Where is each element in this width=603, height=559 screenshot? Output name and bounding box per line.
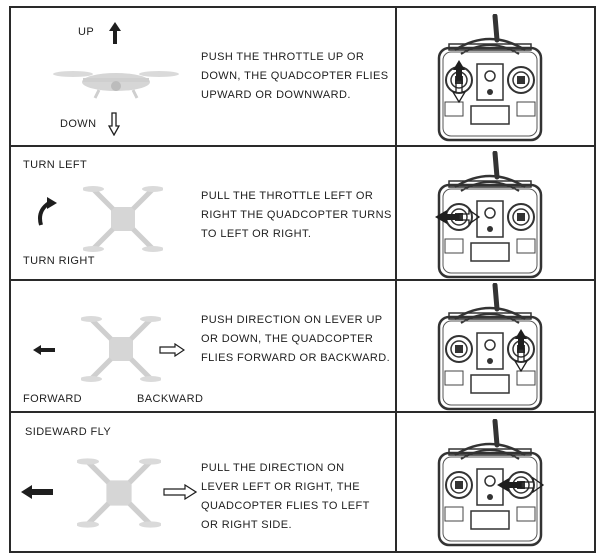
remote-controller-image [435,151,545,279]
drone-top-image [83,179,163,259]
down-arrow-icon [513,348,529,373]
instruction-line: TO LEFT OR RIGHT. [201,228,312,240]
instruction-line: PUSH DIRECTION ON LEVER UP [201,314,383,326]
row-turn: TURN LEFT TURN RIGHT PULL THE THROTTLE L… [11,147,594,281]
instruction-text: PULL THE DIRECTION ON LEVER LEFT OR RIGH… [201,459,391,535]
label-down: DOWN [60,118,97,130]
rotate-arrow-icon [38,197,57,226]
instruction-line: UPWARD OR DOWNWARD. [201,89,351,101]
row-sideward: SIDEWARD FLY PULL THE DIRECTION ON LEVER… [11,413,594,551]
label-turn-left: TURN LEFT [23,159,88,171]
left-arrow-icon [21,485,53,499]
instruction-line: FLIES FORWARD OR BACKWARD. [201,352,391,364]
remote-controller-image [435,14,545,142]
control-guide-sheet: UP DOWN PUSH THE THROTTLE UP OR DOWN, TH… [9,6,596,553]
label-sideward-fly: SIDEWARD FLY [25,426,112,438]
instruction-text: PUSH DIRECTION ON LEVER UP OR DOWN, THE … [201,311,391,368]
instruction-line: LEVER LEFT OR RIGHT, THE [201,481,360,493]
right-arrow-icon [458,208,481,226]
up-arrow-icon [453,60,465,80]
column-divider [395,413,397,551]
instruction-line: PUSH THE THROTTLE UP OR [201,51,365,63]
up-arrow-icon [515,329,527,349]
label-up: UP [78,26,95,38]
down-arrow-icon [108,112,120,136]
drone-side-image [51,60,181,100]
column-divider [395,8,397,145]
instruction-line: QUADCOPTER FLIES TO LEFT [201,500,370,512]
instruction-line: DOWN, THE QUADCOPTER FLIES [201,70,389,82]
label-backward: BACKWARD [137,393,204,405]
column-divider [395,147,397,279]
instruction-line: PULL THE DIRECTION ON [201,462,345,474]
label-forward: FORWARD [23,393,83,405]
instruction-line: OR RIGHT SIDE. [201,519,292,531]
right-arrow-icon [163,484,197,500]
right-arrow-icon [520,476,545,494]
label-turn-right: TURN RIGHT [23,255,95,267]
down-arrow-icon [451,79,467,104]
instruction-text: PULL THE THROTTLE LEFT OR RIGHT THE QUAD… [201,187,391,244]
instruction-line: PULL THE THROTTLE LEFT OR [201,190,374,202]
up-arrow-icon [109,22,121,44]
row-up-down: UP DOWN PUSH THE THROTTLE UP OR DOWN, TH… [11,8,594,147]
left-arrow-icon [33,345,55,355]
drone-top-image [77,451,161,535]
right-arrow-icon [159,343,185,357]
remote-controller-image [435,419,545,547]
row-forward-backward: FORWARD BACKWARD PUSH DIRECTION ON LEVER… [11,281,594,413]
instruction-line: OR DOWN, THE QUADCOPTER [201,333,374,345]
column-divider [395,281,397,411]
remote-controller-image [435,283,545,411]
left-arrow-icon [497,478,521,492]
instruction-text: PUSH THE THROTTLE UP OR DOWN, THE QUADCO… [201,48,391,105]
instruction-line: RIGHT THE QUADCOPTER TURNS [201,209,392,221]
left-arrow-icon [435,210,459,224]
drone-top-image [81,309,161,389]
